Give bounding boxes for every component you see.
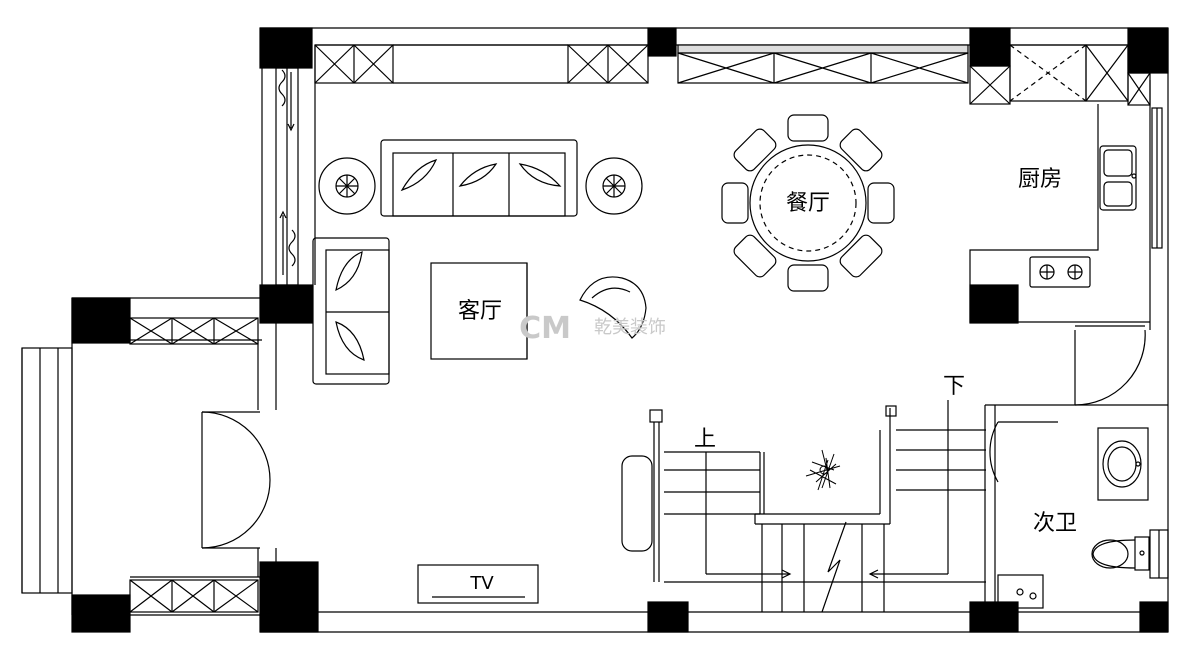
watermark-brand: 乾美装饰 (594, 317, 666, 338)
kitchen-door (1074, 325, 1146, 406)
structural-columns (71, 27, 1169, 633)
side-table-left (318, 157, 376, 215)
stair-down-label: 下 (943, 374, 965, 399)
armchair (579, 276, 647, 339)
plant-icon (805, 449, 841, 491)
windows (275, 44, 1169, 579)
porch-steps (21, 347, 73, 594)
staircase (621, 400, 986, 613)
room-label-bath: 次卫 (1033, 511, 1077, 536)
room-label-kitchen: 厨房 (1018, 167, 1062, 192)
kitchen-counter (969, 104, 1150, 323)
sofa-three-seat (380, 139, 578, 217)
entry-door (201, 411, 271, 549)
room-label-dining: 餐厅 (786, 191, 830, 216)
side-table-right (585, 157, 643, 215)
watermark-logo: CM (519, 311, 571, 346)
dining-set (721, 114, 895, 292)
sofa-two-seat (312, 237, 390, 385)
coffee-table (430, 262, 528, 360)
stair-up-label: 上 (694, 427, 716, 452)
room-label-living: 客厅 (458, 299, 502, 324)
tv-label: TV (469, 573, 494, 594)
bathroom (984, 404, 1168, 613)
tv-cabinet (417, 564, 539, 604)
cabinets (129, 44, 1151, 613)
